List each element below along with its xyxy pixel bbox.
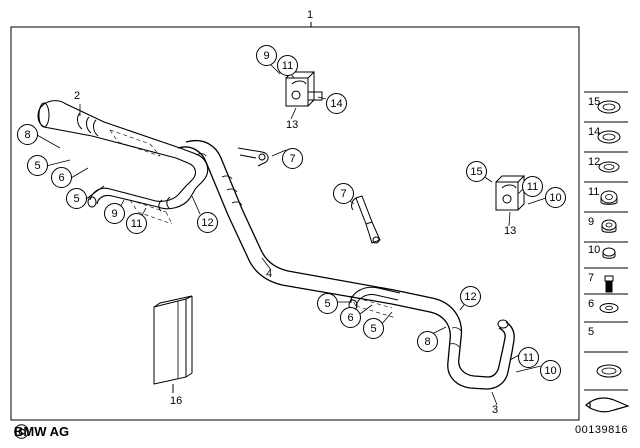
brand-label: BMW AG xyxy=(14,424,70,439)
callout-10-bottom: 10 xyxy=(540,360,561,381)
callout-13-lower: 13 xyxy=(504,225,517,237)
callout-12-right: 12 xyxy=(460,286,481,307)
callout-4: 4 xyxy=(266,268,273,280)
legend-num-10: 10 xyxy=(588,244,601,256)
callout-2: 2 xyxy=(74,90,81,102)
callout-12-left: 12 xyxy=(197,212,218,233)
callout-5-a: 5 xyxy=(27,155,48,176)
callout-1: 1 xyxy=(307,9,314,21)
callout-7-lower: 7 xyxy=(333,183,354,204)
legend-num-5: 5 xyxy=(588,326,595,338)
callout-15-right: 15 xyxy=(466,161,487,182)
legend-num-14: 14 xyxy=(588,126,601,138)
part-number: 00139816 xyxy=(575,424,628,436)
callout-11-bottom: 11 xyxy=(518,347,539,368)
copyright-icon: C xyxy=(14,424,29,439)
callout-5-c: 5 xyxy=(317,293,338,314)
callout-3: 3 xyxy=(492,404,499,416)
svg-text:C: C xyxy=(18,427,25,437)
brand-footer: C BMW AG xyxy=(14,424,69,439)
callout-11-left: 11 xyxy=(126,213,147,234)
legend-num-9: 9 xyxy=(588,216,595,228)
callout-10-right: 10 xyxy=(545,187,566,208)
callout-11-right: 11 xyxy=(522,176,543,197)
callout-14: 14 xyxy=(326,93,347,114)
legend-num-15: 15 xyxy=(588,96,601,108)
callout-8-left: 8 xyxy=(17,124,38,145)
callout-8-right: 8 xyxy=(417,331,438,352)
legend-num-7: 7 xyxy=(588,272,595,284)
legend-num-11: 11 xyxy=(588,186,600,198)
callout-11-upper: 11 xyxy=(277,55,298,76)
callout-6-a: 6 xyxy=(51,167,72,188)
callout-7-upper: 7 xyxy=(282,148,303,169)
callout-9-left: 9 xyxy=(104,203,125,224)
legend-num-12: 12 xyxy=(588,156,601,168)
legend-num-6: 6 xyxy=(588,298,595,310)
callout-16: 16 xyxy=(170,395,183,407)
callout-5-b: 5 xyxy=(66,188,87,209)
callout-13-upper: 13 xyxy=(286,119,299,131)
callout-9-upper: 9 xyxy=(256,45,277,66)
callout-5-d: 5 xyxy=(363,318,384,339)
callout-6-b: 6 xyxy=(340,307,361,328)
